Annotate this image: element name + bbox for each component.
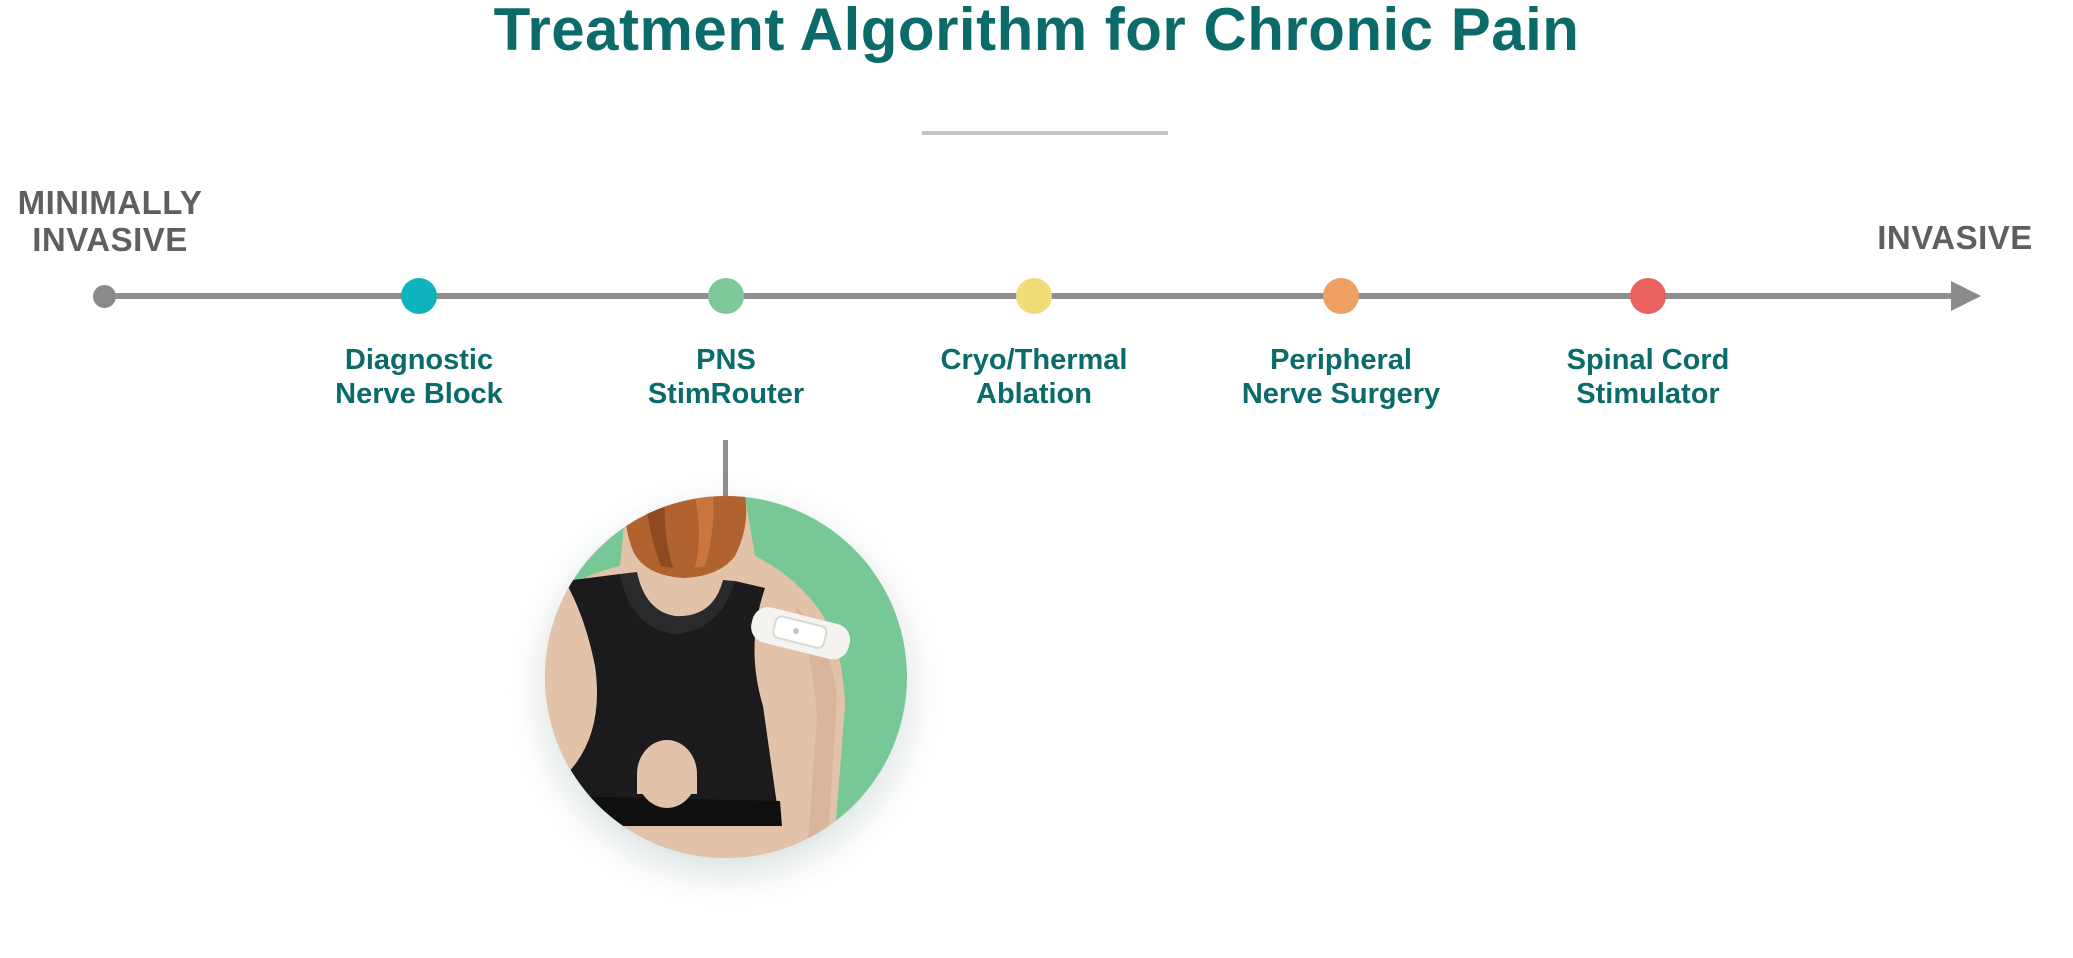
step-marker-spinal-cord-stimulator — [1630, 278, 1666, 314]
minimally-invasive-label: MINIMALLY INVASIVE — [17, 184, 203, 258]
step-label-pns-stimrouter: PNS StimRouter — [647, 344, 805, 410]
step-marker-pns-stimrouter — [708, 278, 744, 314]
page-title: Treatment Algorithm for Chronic Pain — [493, 0, 1580, 63]
step-label-cryo-thermal-ablation: Cryo/Thermal Ablation — [940, 344, 1128, 410]
axis-arrowhead-icon — [1951, 281, 1981, 311]
step-marker-peripheral-nerve-surgery — [1323, 278, 1359, 314]
step-marker-cryo-thermal-ablation — [1016, 278, 1052, 314]
step-label-spinal-cord-stimulator: Spinal Cord Stimulator — [1566, 344, 1730, 410]
step-label-diagnostic-nerve-block: Diagnostic Nerve Block — [335, 344, 503, 410]
step-label-peripheral-nerve-surgery: Peripheral Nerve Surgery — [1241, 344, 1441, 410]
step-marker-diagnostic-nerve-block — [401, 278, 437, 314]
title-divider — [922, 131, 1168, 135]
stimrouter-patient-photo — [545, 496, 907, 858]
highlight-connector-line — [723, 440, 728, 500]
axis-start-dot — [93, 285, 116, 308]
invasive-label: INVASIVE — [1877, 219, 2033, 256]
